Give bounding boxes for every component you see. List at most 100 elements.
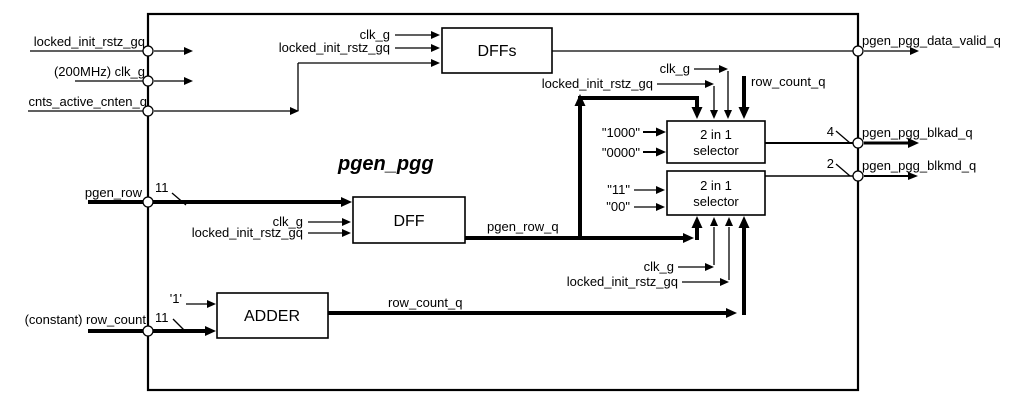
top-rstz-label: locked_init_rstz_gq xyxy=(542,76,653,91)
input-label-row-count: (constant) row_count xyxy=(25,312,147,327)
blkad-bus-width: 4 xyxy=(827,124,834,139)
arrow-right-icon xyxy=(342,229,351,237)
dff-label: DFF xyxy=(393,213,424,230)
port-locked-init-rstz-gq xyxy=(142,45,154,57)
arrow-right-icon xyxy=(908,172,918,180)
bottom-rstz-label: locked_init_rstz_gq xyxy=(567,274,678,289)
arrow-right-icon xyxy=(705,80,714,88)
arrow-right-icon xyxy=(910,47,919,55)
row-count-q-label: row_count_q xyxy=(388,295,462,310)
arrow-right-icon xyxy=(705,263,714,271)
output-blkad: 4 pgen_pgg_blkad_q xyxy=(827,124,973,148)
row-count-bus-width: 11 xyxy=(155,310,169,325)
selector-bottom-label-line2: selector xyxy=(693,194,739,209)
arrow-right-icon xyxy=(656,203,665,211)
arrow-up-icon xyxy=(725,217,733,226)
arrow-down-icon xyxy=(710,110,718,119)
arrow-right-icon xyxy=(290,107,299,115)
port-row-count xyxy=(142,325,154,337)
selector-bottom-block: 2 in 1 selector "11" "00" xyxy=(606,170,853,216)
arrow-down-icon xyxy=(691,107,703,119)
arrow-right-icon xyxy=(207,300,216,308)
output-label-blkad: pgen_pgg_blkad_q xyxy=(862,125,973,140)
dffs-rstz-label: locked_init_rstz_gq xyxy=(279,40,390,55)
pgen-row-q-label: pgen_row_q xyxy=(487,219,559,234)
dff-rstz-label: locked_init_rstz_gq xyxy=(192,225,303,240)
arrow-right-icon xyxy=(656,127,666,137)
selector-top-block: 2 in 1 selector "1000" "0000" xyxy=(602,120,853,164)
wire-pgen-row-q: pgen_row_q xyxy=(465,94,703,243)
input-label-pgen-row: pgen_row xyxy=(85,185,143,200)
input-clk-200mhz: (200MHz) clk_g xyxy=(54,64,193,85)
bus-slash-icon xyxy=(835,163,851,177)
output-data-valid: pgen_pgg_data_valid_q xyxy=(862,33,1001,55)
const-0000-label: "0000" xyxy=(602,145,641,160)
module-title: pgen_pgg xyxy=(337,153,434,175)
const-1000-label: "1000" xyxy=(602,125,641,140)
arrow-down-icon xyxy=(738,107,750,119)
const-00-label: "00" xyxy=(606,199,630,214)
arrow-right-icon xyxy=(205,326,216,336)
arrow-up-icon xyxy=(710,217,718,226)
arrow-up-icon xyxy=(691,216,703,228)
arrow-down-icon xyxy=(724,110,732,119)
arrow-right-icon xyxy=(431,44,440,52)
bottom-clk-label: clk_g xyxy=(644,259,674,274)
port-cnts-active-cnten-q xyxy=(142,105,154,117)
selector-bottom-label-line1: 2 in 1 xyxy=(700,178,732,193)
arrow-right-icon xyxy=(431,31,440,39)
arrow-right-icon xyxy=(726,308,737,318)
port-data-valid xyxy=(852,45,864,57)
output-label-blkmd: pgen_pgg_blkmd_q xyxy=(862,158,976,173)
adder-block: ADDER '1' xyxy=(170,291,329,339)
arrow-up-icon xyxy=(738,216,750,228)
top-row-count-q-label: row_count_q xyxy=(751,74,825,89)
arrow-right-icon xyxy=(908,138,919,148)
selector-top-label-line1: 2 in 1 xyxy=(700,127,732,142)
dff-clk-label: clk_g xyxy=(273,214,303,229)
input-label-cnts-active-cnten-q: cnts_active_cnten_q xyxy=(28,94,147,109)
bus-slash-icon xyxy=(835,130,851,144)
dffs-label: DFFs xyxy=(477,43,516,60)
port-clk-200mhz xyxy=(142,75,154,87)
arrow-right-icon xyxy=(341,197,352,207)
dff-box xyxy=(352,196,466,244)
top-clk-label: clk_g xyxy=(660,61,690,76)
input-pgen-row: pgen_row 11 xyxy=(85,180,352,207)
arrow-right-icon xyxy=(683,233,694,243)
output-label-data-valid: pgen_pgg_data_valid_q xyxy=(862,33,1001,48)
port-blkad xyxy=(852,137,864,149)
input-locked-init-rstz-gq: locked_init_rstz_gq xyxy=(30,34,193,55)
arrow-right-icon xyxy=(342,218,351,226)
boundary-ports xyxy=(142,45,864,337)
dffs-clk-label: clk_g xyxy=(360,27,390,42)
dffs-block: DFFs clk_g locked_init_rstz_gq xyxy=(279,27,853,74)
wire-row-count-q: row_count_q xyxy=(328,216,750,318)
arrow-right-icon xyxy=(656,186,665,194)
output-blkmd: 2 pgen_pgg_blkmd_q xyxy=(827,156,976,180)
port-pgen-row xyxy=(142,196,154,208)
input-label-clk-200mhz: (200MHz) clk_g xyxy=(54,64,145,79)
adder-label: ADDER xyxy=(244,308,300,325)
selector-top-box xyxy=(666,120,766,164)
adder-box xyxy=(216,292,329,339)
blkmd-bus-width: 2 xyxy=(827,156,834,171)
arrow-right-icon xyxy=(184,77,193,85)
const-11-label: "11" xyxy=(607,182,630,197)
arrow-right-icon xyxy=(720,278,729,286)
input-cnts-active-cnten-q: cnts_active_cnten_q xyxy=(28,59,440,115)
arrow-right-icon xyxy=(719,65,728,73)
input-label-locked-init-rstz-gq: locked_init_rstz_gq xyxy=(34,34,145,49)
arrow-right-icon xyxy=(184,47,193,55)
bottom-selector-ctrl-signals: clk_g locked_init_rstz_gq xyxy=(567,217,733,289)
const-one-label: '1' xyxy=(170,291,182,306)
arrow-right-icon xyxy=(431,59,440,67)
dff-block: DFF clk_g locked_init_rstz_gq xyxy=(192,196,466,244)
port-blkmd xyxy=(852,170,864,182)
selector-bottom-box xyxy=(666,170,766,216)
top-selector-ctrl-signals: clk_g locked_init_rstz_gq row_count_q xyxy=(542,61,825,119)
pgen-row-bus-width: 11 xyxy=(155,180,169,195)
selector-top-label-line2: selector xyxy=(693,143,739,158)
